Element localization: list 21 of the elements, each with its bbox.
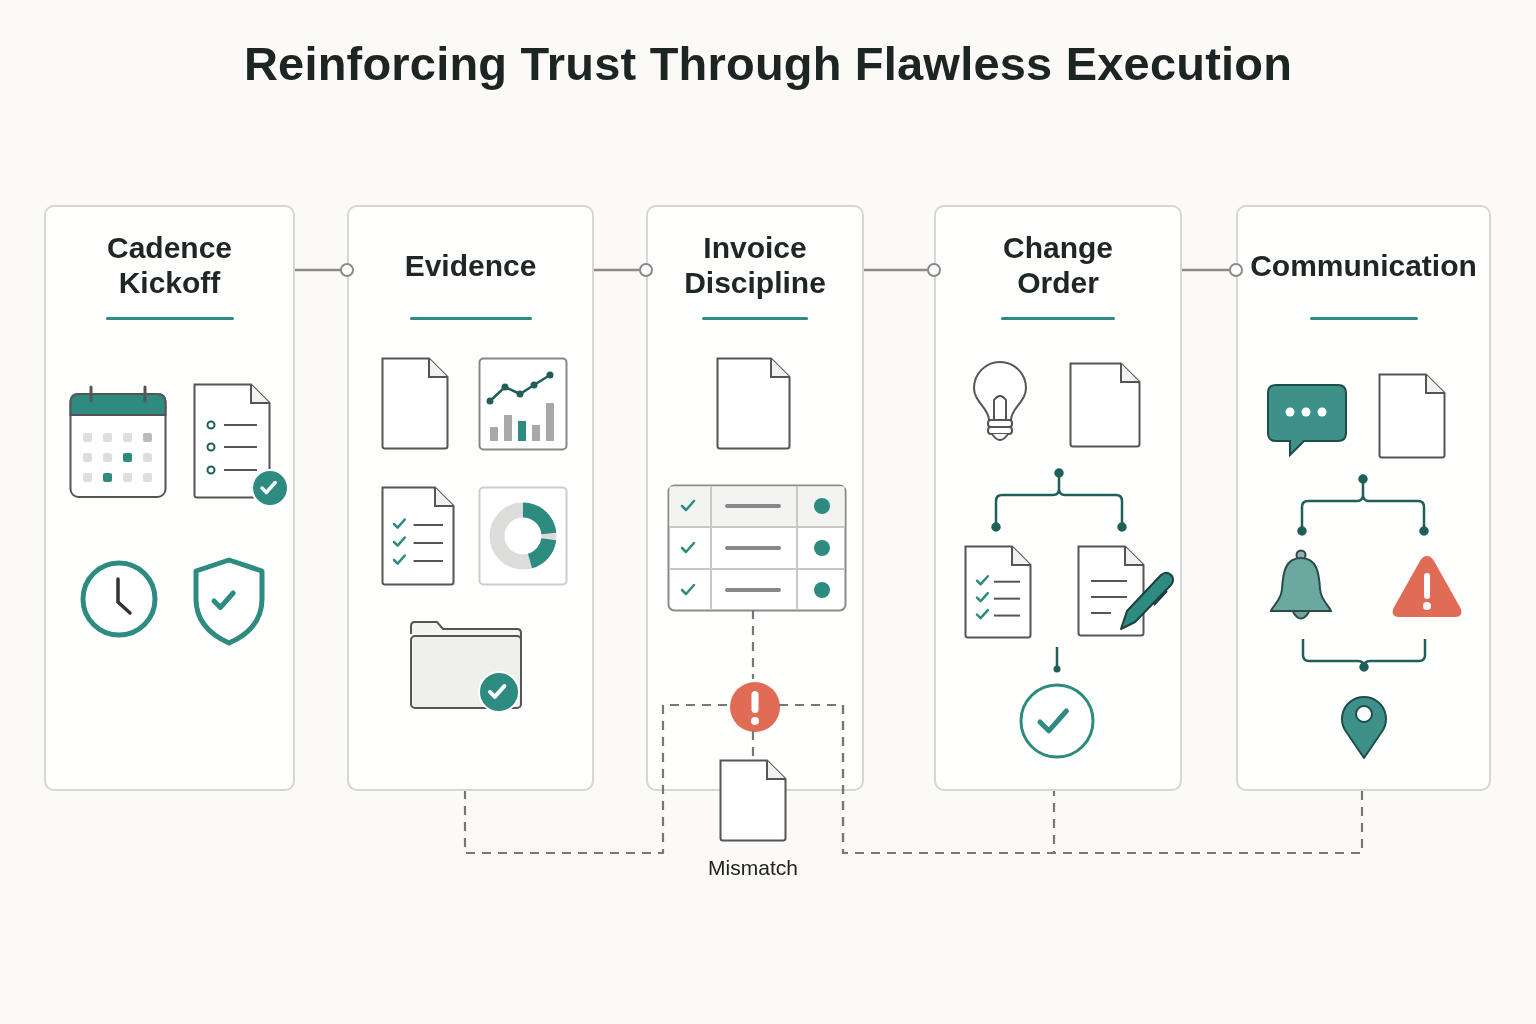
panel-title: Change Order	[1002, 230, 1114, 300]
stage-panel	[934, 205, 1182, 791]
stage-panel	[646, 205, 864, 791]
stage-panel	[347, 205, 594, 791]
panel-title: Invoice Discipline	[683, 230, 827, 300]
stage-panel	[44, 205, 295, 791]
node-label: Mismatch	[707, 855, 799, 881]
diagram-title: Reinforcing Trust Through Flawless Execution	[242, 36, 1294, 91]
alert-icon	[729, 681, 781, 733]
stage-panel	[1236, 205, 1491, 791]
dashed-connector	[751, 731, 755, 757]
connector-line	[864, 263, 941, 277]
checklist-table-drawing	[667, 484, 847, 612]
panel-title: Communication	[1250, 247, 1477, 283]
connector-line	[1182, 263, 1243, 277]
connector-line	[295, 263, 354, 277]
dashed-connector	[463, 703, 727, 855]
dashed-connector	[751, 610, 755, 679]
connector-line	[594, 263, 653, 277]
panel-title: Cadence Kickoff	[105, 230, 234, 300]
panel-title: Evidence	[404, 247, 537, 283]
